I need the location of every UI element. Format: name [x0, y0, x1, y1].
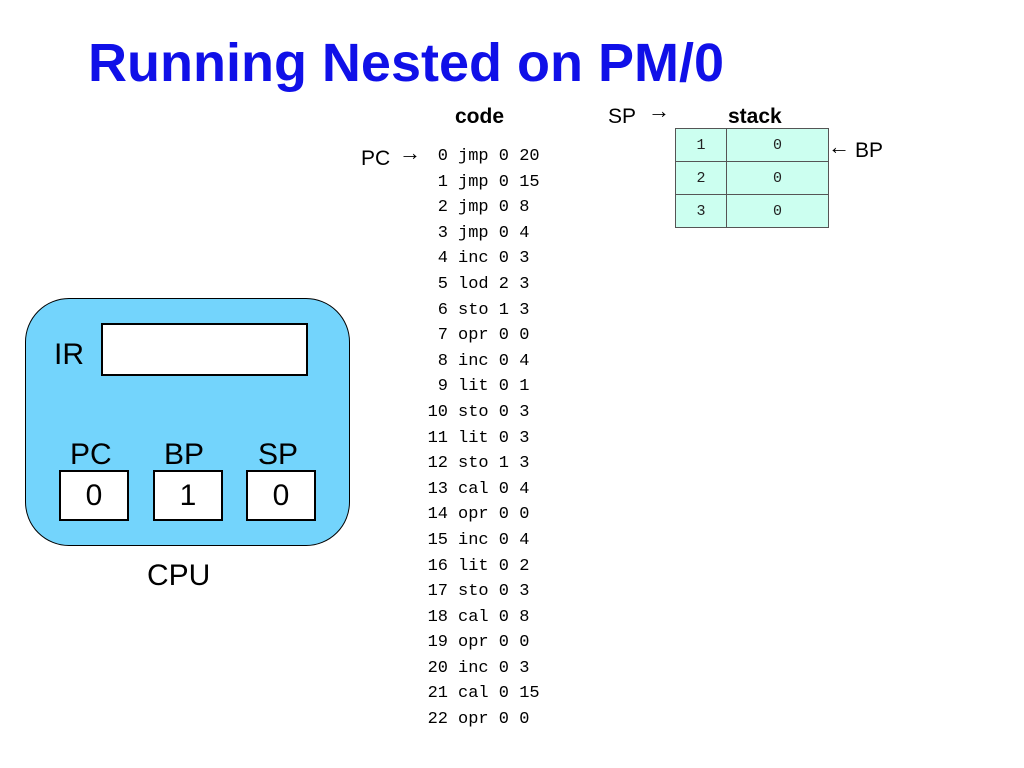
sp-pointer-label: SP [608, 105, 637, 128]
code-line: 20 inc 0 3 [408, 656, 540, 682]
code-line-index: 20 [427, 658, 448, 678]
code-line-instruction: opr 0 0 [458, 710, 530, 730]
pc-register-value: 0 [59, 470, 129, 521]
code-line-instruction: lod 2 3 [458, 274, 530, 294]
code-line-instruction: cal 0 4 [458, 479, 530, 499]
code-line-index: 4 [437, 249, 448, 269]
code-line: 3 jmp 0 4 [408, 221, 540, 247]
code-line-index: 10 [427, 402, 448, 422]
code-line-index: 13 [427, 479, 448, 499]
bp-pointer-label: BP [855, 139, 884, 162]
code-line-instruction: cal 0 8 [458, 607, 530, 627]
code-line: 15 inc 0 4 [408, 528, 540, 554]
sp-arrow-icon: → [648, 98, 670, 123]
sp-register-value: 0 [246, 470, 316, 521]
code-line: 10 sto 0 3 [408, 400, 540, 426]
code-line-index: 22 [427, 710, 448, 730]
sp-register-label: SP [258, 438, 299, 471]
code-line-index: 14 [427, 505, 448, 525]
code-line-index: 5 [437, 274, 448, 294]
code-line: 18 cal 0 8 [408, 605, 540, 631]
code-line-index: 1 [437, 172, 448, 192]
code-line-index: 18 [427, 607, 448, 627]
stack-value: 0 [726, 128, 829, 162]
code-line: 21 cal 0 15 [408, 681, 540, 707]
code-line: 4 inc 0 3 [408, 246, 540, 272]
code-line-instruction: opr 0 0 [458, 505, 530, 525]
code-line-instruction: jmp 0 20 [458, 147, 540, 166]
code-line-instruction: sto 0 3 [458, 402, 530, 422]
bp-arrow-icon: ← [828, 134, 850, 159]
code-line-instruction: inc 0 4 [458, 530, 530, 550]
code-line-instruction: cal 0 15 [458, 684, 540, 704]
code-line-instruction: sto 1 3 [458, 300, 530, 320]
stack-heading: stack [728, 105, 782, 128]
page-title: Running Nested on PM/0 [88, 33, 725, 93]
code-line-instruction: inc 0 4 [458, 351, 530, 371]
code-line: 14 opr 0 0 [408, 502, 540, 528]
code-line-index: 6 [437, 300, 448, 320]
code-line: 19 opr 0 0 [408, 630, 540, 656]
code-line: 1 jmp 0 15 [408, 170, 540, 196]
code-line-instruction: opr 0 0 [458, 633, 530, 653]
code-line-instruction: jmp 0 8 [458, 198, 530, 218]
cpu-label: CPU [147, 559, 211, 592]
bp-register-label: BP [164, 438, 205, 471]
code-line-index: 19 [427, 633, 448, 653]
code-line: 22 opr 0 0 [408, 707, 540, 733]
code-line-instruction: inc 0 3 [458, 658, 530, 678]
code-line: 13 cal 0 4 [408, 477, 540, 503]
code-line-index: 12 [427, 454, 448, 474]
stack-address: 2 [675, 161, 727, 195]
stack-value: 0 [726, 194, 829, 228]
stack-address: 3 [675, 194, 727, 228]
code-line-instruction: opr 0 0 [458, 326, 530, 346]
ir-register-box [101, 323, 308, 376]
code-line: 9 lit 0 1 [408, 374, 540, 400]
code-line-index: 11 [427, 428, 448, 448]
pc-register-label: PC [70, 438, 112, 471]
code-line-instruction: jmp 0 4 [458, 223, 530, 243]
ir-label: IR [54, 338, 84, 371]
code-listing: 0 jmp 0 20 1 jmp 0 15 2 jmp 0 8 3 jmp 0 4 4 inc 0… [408, 144, 540, 733]
stack-value: 0 [726, 161, 829, 195]
code-line-instruction: sto 1 3 [458, 454, 530, 474]
code-line-index: 15 [427, 530, 448, 550]
pc-pointer-label: PC [361, 147, 391, 170]
stack-address: 1 [675, 128, 727, 162]
code-line: 8 inc 0 4 [408, 349, 540, 375]
code-line: 16 lit 0 2 [408, 554, 540, 580]
code-line-instruction: inc 0 3 [458, 249, 530, 269]
code-line: 2 jmp 0 8 [408, 195, 540, 221]
code-line: 0 jmp 0 20 [408, 144, 540, 170]
code-line: 5 lod 2 3 [408, 272, 540, 298]
code-line: 17 sto 0 3 [408, 579, 540, 605]
code-line-instruction: sto 0 3 [458, 582, 530, 602]
code-line-index: 17 [427, 582, 448, 602]
code-line-instruction: lit 0 3 [458, 428, 530, 448]
pc-arrow-icon: → [399, 140, 421, 165]
code-line-index: 9 [437, 377, 448, 397]
code-line-index: 8 [437, 351, 448, 371]
bp-register-value: 1 [153, 470, 223, 521]
code-line: 12 sto 1 3 [408, 451, 540, 477]
code-heading: code [455, 105, 505, 128]
code-line-instruction: jmp 0 15 [458, 172, 540, 192]
code-line-index: 0 [437, 147, 448, 166]
code-line: 7 opr 0 0 [408, 323, 540, 349]
code-line-index: 16 [427, 556, 448, 576]
code-line-index: 21 [427, 684, 448, 704]
code-line: 6 sto 1 3 [408, 298, 540, 324]
code-line-index: 2 [437, 198, 448, 218]
code-line-index: 3 [437, 223, 448, 243]
code-line-index: 7 [437, 326, 448, 346]
code-line: 11 lit 0 3 [408, 426, 540, 452]
code-line-instruction: lit 0 1 [458, 377, 530, 397]
code-line-instruction: lit 0 2 [458, 556, 530, 576]
